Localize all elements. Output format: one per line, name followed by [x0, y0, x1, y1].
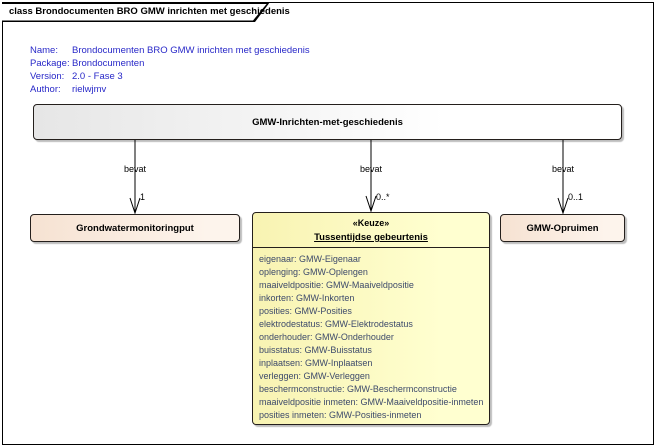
- metadata-value: Brondocumenten: [72, 58, 145, 69]
- connector-multiplicity: 1: [140, 192, 146, 202]
- metadata-row-author: Author: rielwjmv: [30, 83, 310, 96]
- metadata-row-version: Version: 2.0 - Fase 3: [30, 70, 310, 83]
- connector-arrow: [365, 140, 377, 213]
- stereotype-label: «Keuze»: [352, 218, 390, 228]
- diagram-title-tab: class Brondocumenten BRO GMW inrichten m…: [2, 2, 290, 22]
- class-gmw-inrichten-met-geschiedenis[interactable]: GMW-Inrichten-met-geschiedenis: [33, 104, 622, 140]
- connector-label: bevat: [551, 164, 575, 174]
- metadata-row-name: Name: Brondocumenten BRO GMW inrichten m…: [30, 44, 310, 57]
- connector-arrow: [129, 140, 141, 214]
- attribute: maaiveldpositie: GMW-Maaiveldpositie: [259, 280, 414, 290]
- class-grondwatermonitoringput[interactable]: Grondwatermonitoringput: [30, 214, 240, 242]
- attribute: maaiveldpositie inmeten: GMW-Maaiveldpos…: [259, 397, 484, 407]
- attribute: elektrodestatus: GMW-Elektrodestatus: [259, 319, 413, 329]
- attribute: oplenging: GMW-Oplengen: [259, 267, 368, 277]
- connector-label: bevat: [359, 164, 383, 174]
- connector-bevat-tussentijdse-gebeurtenis[interactable]: bevat 0..*: [359, 140, 390, 214]
- metadata-label: Name:: [30, 45, 58, 56]
- metadata-value: 2.0 - Fase 3: [72, 71, 123, 82]
- metadata-value: Brondocumenten BRO GMW inrichten met ges…: [72, 45, 310, 56]
- metadata-value: rielwjmv: [72, 84, 107, 95]
- class-name: Grondwatermonitoringput: [76, 222, 194, 234]
- metadata-label: Version:: [30, 71, 65, 82]
- metadata-row-package: Package: Brondocumenten: [30, 57, 310, 70]
- connector-multiplicity: 0..*: [376, 192, 390, 202]
- attribute-compartment: eigenaar: GMW-Eigenaar oplenging: GMW-Op…: [253, 248, 489, 425]
- attribute: posities: GMW-Posities: [259, 306, 352, 316]
- connector-arrow: [557, 140, 569, 214]
- metadata-label: Author:: [30, 84, 61, 95]
- connector-bevat-grondwatermonitoringput[interactable]: bevat 1: [123, 140, 147, 214]
- connector-bevat-gmw-opruimen[interactable]: bevat 0..1: [551, 140, 583, 214]
- attribute: posities inmeten: GMW-Posities-inmeten: [259, 410, 422, 420]
- class-name: Tussentijdse gebeurtenis: [314, 232, 428, 243]
- class-header: «Keuze» Tussentijdse gebeurtenis: [253, 213, 489, 248]
- class-name: GMW-Opruimen: [526, 222, 599, 234]
- metadata-label: Package:: [30, 58, 70, 69]
- diagram-metadata: Name: Brondocumenten BRO GMW inrichten m…: [30, 44, 310, 96]
- attribute: eigenaar: GMW-Eigenaar: [259, 254, 361, 264]
- class-name: GMW-Inrichten-met-geschiedenis: [252, 116, 403, 128]
- class-gmw-opruimen[interactable]: GMW-Opruimen: [500, 214, 625, 242]
- class-tussentijdse-gebeurtenis[interactable]: «Keuze» Tussentijdse gebeurtenis eigenaa…: [252, 212, 490, 425]
- connector-label: bevat: [123, 164, 147, 174]
- attribute: beschermconstructie: GMW-Beschermconstru…: [259, 384, 457, 394]
- attribute: onderhouder: GMW-Onderhouder: [259, 332, 394, 342]
- connector-multiplicity: 0..1: [568, 192, 584, 202]
- attribute: inkorten: GMW-Inkorten: [259, 293, 355, 303]
- diagram-title: class Brondocumenten BRO GMW inrichten m…: [9, 6, 290, 17]
- attribute: verleggen: GMW-Verleggen: [259, 371, 370, 381]
- attribute: inplaatsen: GMW-Inplaatsen: [259, 358, 373, 368]
- attribute: buisstatus: GMW-Buisstatus: [259, 345, 372, 355]
- tab-background: [2, 4, 268, 21]
